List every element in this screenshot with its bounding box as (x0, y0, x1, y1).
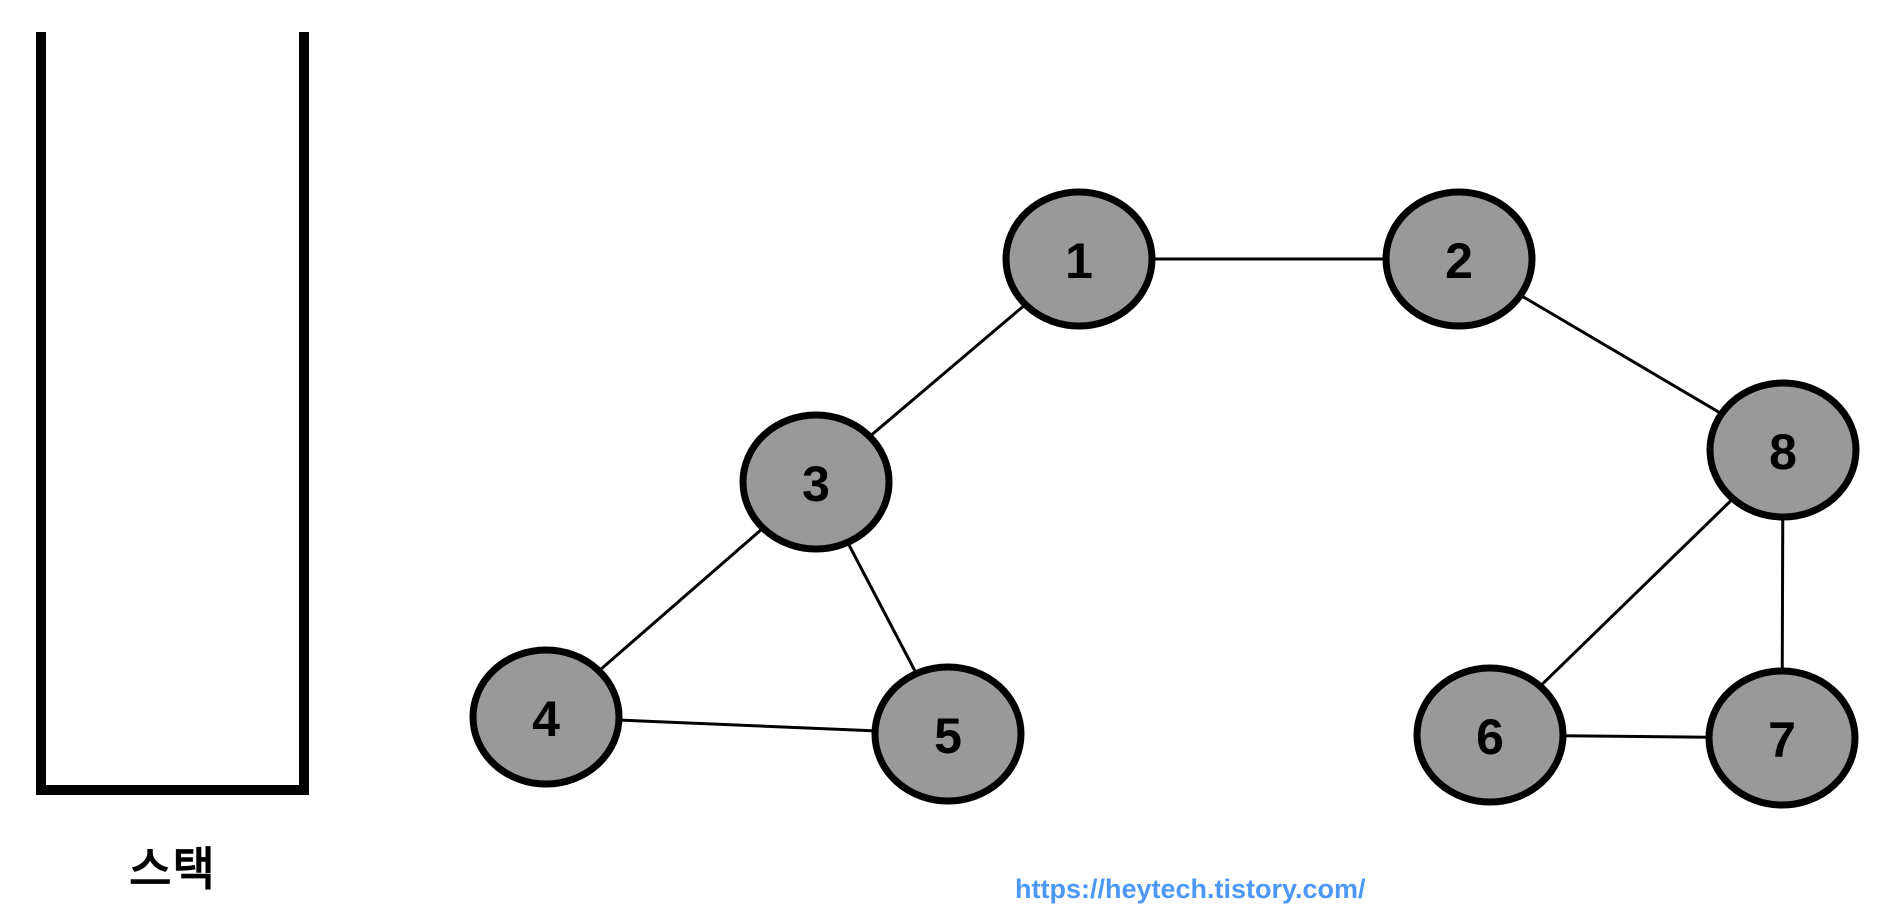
graph-node-circle (871, 663, 1025, 805)
graph-node-circle (469, 646, 623, 788)
stack-bottom (36, 785, 309, 795)
footer-url-link[interactable]: https://heytech.tistory.com/ (1015, 874, 1366, 904)
graph-node-label: 6 (1476, 709, 1504, 765)
graph-node-label: 3 (802, 456, 830, 512)
stack-right-wall (299, 32, 309, 795)
graph-node-circle (1382, 188, 1536, 330)
graph-node-7: 7 (1705, 667, 1859, 809)
graph-node-circle (1705, 667, 1859, 809)
graph-node-circle (1706, 379, 1860, 521)
graph-node-5: 5 (871, 663, 1025, 805)
graph-node-circle (1002, 188, 1156, 330)
graph-edges (545, 257, 1785, 740)
graph-node-label: 5 (934, 708, 962, 764)
graph-node-label: 1 (1065, 233, 1093, 289)
graph-node-6: 6 (1413, 664, 1567, 806)
graph-node-1: 1 (1002, 188, 1156, 330)
stack-left-wall (36, 32, 46, 795)
graph-node-4: 4 (469, 646, 623, 788)
graph-node-3: 3 (739, 411, 893, 553)
graph-node-label: 4 (532, 691, 560, 747)
stack-label: 스택 (129, 843, 216, 895)
graph-nodes: 1 2 3 4 5 6 7 8 (469, 188, 1860, 809)
graph-node-2: 2 (1382, 188, 1536, 330)
graph-node-label: 2 (1445, 233, 1473, 289)
graph-node-label: 7 (1768, 712, 1796, 768)
graph-node-8: 8 (1706, 379, 1860, 521)
graph-node-label: 8 (1769, 424, 1797, 480)
stack-shape (36, 32, 309, 795)
graph-node-circle (1413, 664, 1567, 806)
graph-node-circle (739, 411, 893, 553)
